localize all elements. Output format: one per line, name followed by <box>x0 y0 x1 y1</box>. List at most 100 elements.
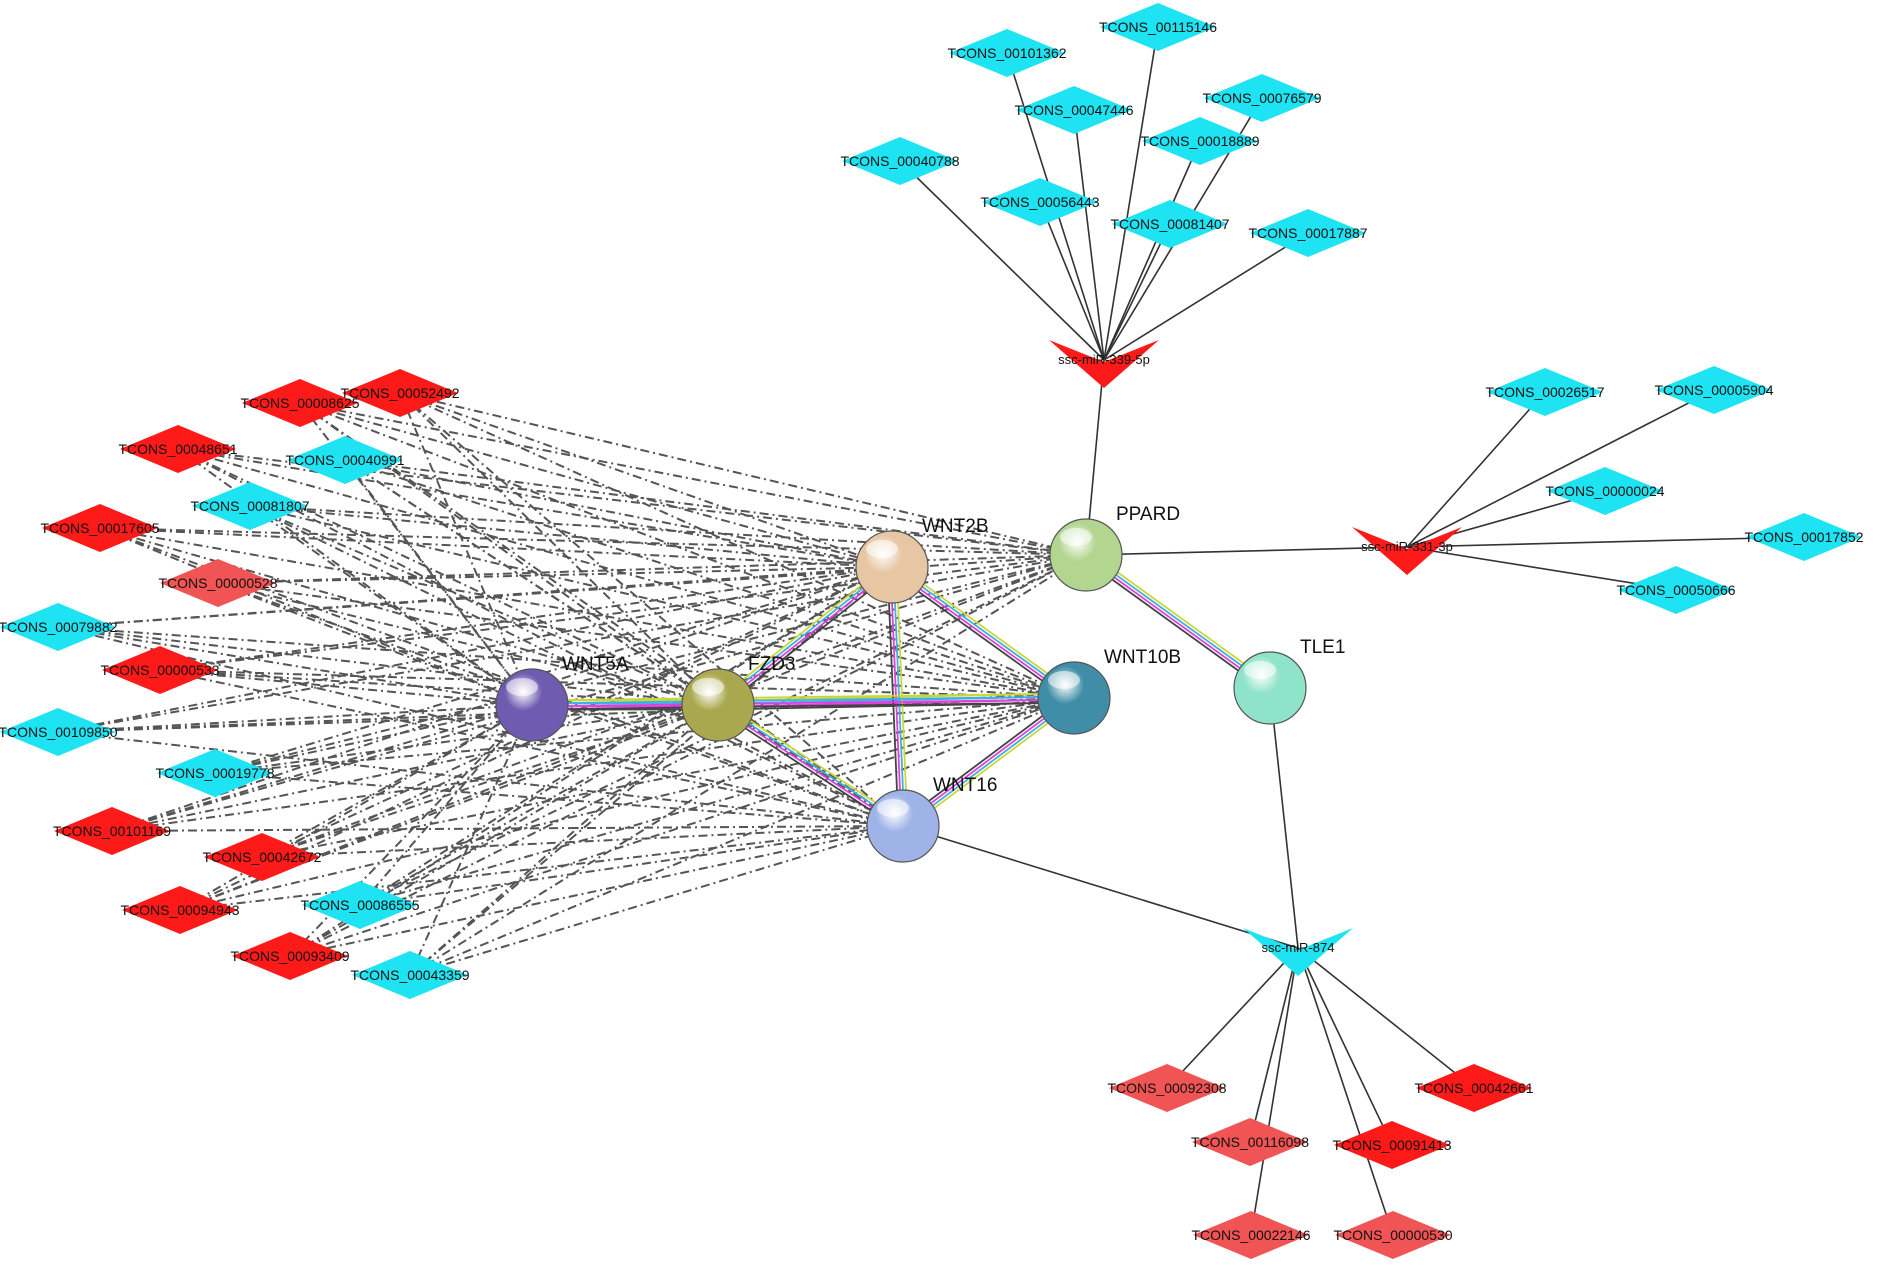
lncrna-label: TCONS_00076579 <box>1202 90 1321 106</box>
gene-highlight <box>1060 528 1092 546</box>
lncrna-label: TCONS_00052492 <box>340 385 459 401</box>
lncrna-node[interactable]: TCONS_00116098 <box>1191 1118 1309 1166</box>
gene-node[interactable]: WNT2B <box>855 516 989 604</box>
lncrna-label: TCONS_00101169 <box>53 823 171 839</box>
dashed-edge <box>261 704 719 858</box>
dashed-edge <box>57 626 719 706</box>
dashed-edge <box>177 448 904 827</box>
dashed-edge <box>111 704 533 832</box>
lncrna-node[interactable]: TCONS_00093409 <box>230 932 350 980</box>
ppi-edge <box>1086 553 1272 688</box>
lncrna-label: TCONS_00040991 <box>285 452 404 468</box>
dashed-edge <box>179 825 904 911</box>
lncrna-label: TCONS_00019778 <box>155 765 274 781</box>
lncrna-node[interactable]: TCONS_00109850 <box>0 708 118 756</box>
lncrna-node[interactable]: TCONS_00000528 <box>158 559 278 607</box>
lncrna-node[interactable]: TCONS_00042672 <box>202 833 322 881</box>
dashed-edge <box>111 566 893 832</box>
lncrna-diamond <box>192 482 308 530</box>
gene-sphere <box>855 530 929 604</box>
solid-edge <box>1103 26 1159 361</box>
dashed-edge <box>249 505 1087 556</box>
dashed-edge <box>57 626 904 827</box>
lncrna-label: TCONS_00109850 <box>0 724 118 740</box>
solid-edge-layer <box>899 26 1805 1236</box>
dashed-edge <box>399 392 1075 699</box>
lncrna-node[interactable]: TCONS_00022146 <box>1191 1211 1311 1259</box>
dashed-edge <box>261 704 533 858</box>
lncrna-label: TCONS_00042661 <box>1414 1080 1533 1096</box>
lncrna-node[interactable]: TCONS_00094943 <box>120 886 240 934</box>
lncrna-node[interactable]: TCONS_00056443 <box>980 178 1100 226</box>
lncrna-node[interactable]: TCONS_00043359 <box>350 951 470 999</box>
lncrna-node[interactable]: TCONS_00019778 <box>155 749 275 797</box>
lncrna-diamond <box>102 646 218 694</box>
lncrna-node[interactable]: TCONS_00050666 <box>1616 566 1736 614</box>
dashed-edge <box>159 669 904 827</box>
lncrna-node[interactable]: TCONS_00005904 <box>1654 366 1774 414</box>
gene-node[interactable]: WNT5A <box>495 654 629 742</box>
lncrna-label: TCONS_00008625 <box>240 395 359 411</box>
lncrna-node[interactable]: TCONS_00017605 <box>40 504 160 552</box>
dashed-edge <box>57 626 533 706</box>
gene-node[interactable]: PPARD <box>1049 504 1180 592</box>
lncrna-node[interactable]: TCONS_00040991 <box>285 436 405 484</box>
lncrna-label: TCONS_00094943 <box>120 902 239 918</box>
lncrna-label: TCONS_00091413 <box>1332 1137 1451 1153</box>
lncrna-node[interactable]: TCONS_00026517 <box>1485 368 1605 416</box>
dashed-edge <box>289 697 1075 957</box>
dashed-edge <box>409 554 1087 976</box>
mirna-label: ssc-miR-331-3p <box>1361 539 1453 554</box>
lncrna-label: TCONS_00000528 <box>158 575 277 591</box>
dashed-edge <box>299 402 1087 556</box>
lncrna-node[interactable]: TCONS_00000024 <box>1545 467 1665 515</box>
lncrna-diamond <box>1100 3 1216 51</box>
gene-node[interactable]: WNT10B <box>1037 647 1181 735</box>
lncrna-label: TCONS_00050666 <box>1616 582 1735 598</box>
dashed-edge <box>299 402 893 568</box>
mirna-node[interactable]: ssc-miR-339-5p <box>1049 340 1159 388</box>
solid-edge <box>899 160 1105 361</box>
lncrna-diamond <box>949 29 1065 77</box>
lncrna-node[interactable]: TCONS_00101169 <box>53 807 171 855</box>
ppi-edge <box>714 562 890 703</box>
lncrna-node[interactable]: TCONS_00081807 <box>190 482 310 530</box>
lncrna-node[interactable]: TCONS_00017852 <box>1744 513 1864 561</box>
lncrna-node[interactable]: TCONS_00040788 <box>840 137 960 185</box>
gene-label: PPARD <box>1116 504 1180 525</box>
lncrna-node[interactable]: TCONS_00101362 <box>947 29 1067 77</box>
solid-edge <box>1406 391 1546 548</box>
gene-node[interactable]: FZD3 <box>681 654 796 742</box>
lncrna-node[interactable]: TCONS_00017887 <box>1248 209 1368 257</box>
dashed-edge <box>159 669 719 706</box>
gene-node[interactable]: TLE1 <box>1233 637 1345 725</box>
dashed-edge-layer <box>57 392 1087 976</box>
lncrna-node[interactable]: TCONS_00091413 <box>1332 1121 1452 1169</box>
lncrna-node[interactable]: TCONS_00086555 <box>300 881 420 929</box>
mirna-node[interactable]: ssc-miR-331-3p <box>1352 527 1462 575</box>
lncrna-node[interactable]: TCONS_00000530 <box>1333 1211 1453 1259</box>
lncrna-node[interactable]: TCONS_00076579 <box>1202 74 1322 122</box>
lncrna-node[interactable]: TCONS_00048651 <box>118 425 238 473</box>
solid-edge <box>1103 140 1201 361</box>
lncrna-label: TCONS_00048651 <box>118 441 237 457</box>
lncrna-node[interactable]: TCONS_00000533 <box>100 646 220 694</box>
lncrna-node[interactable]: TCONS_00115146 <box>1099 3 1217 51</box>
lncrna-diamond <box>120 425 236 473</box>
lncrna-node[interactable]: TCONS_00018889 <box>1140 117 1260 165</box>
lncrna-node[interactable]: TCONS_00047446 <box>1014 86 1134 134</box>
solid-edge <box>1250 947 1299 1236</box>
lncrna-node[interactable]: TCONS_00081407 <box>1110 200 1230 248</box>
lncrna-diamond <box>1334 1121 1450 1169</box>
lncrna-node[interactable]: TCONS_00042661 <box>1414 1064 1534 1112</box>
lncrna-node[interactable]: TCONS_00092308 <box>1107 1064 1227 1112</box>
solid-edge <box>1103 232 1309 361</box>
lncrna-node[interactable]: TCONS_00052492 <box>340 369 460 417</box>
mirna-node[interactable]: ssc-miR-874 <box>1243 928 1353 976</box>
mirna-shape <box>1243 928 1353 976</box>
lncrna-diamond <box>1192 1118 1308 1166</box>
gene-node[interactable]: WNT16 <box>866 775 997 863</box>
lncrna-node[interactable]: TCONS_00079882 <box>0 603 118 651</box>
lncrna-diamond <box>1250 209 1366 257</box>
lncrna-node[interactable]: TCONS_00008625 <box>240 379 360 427</box>
